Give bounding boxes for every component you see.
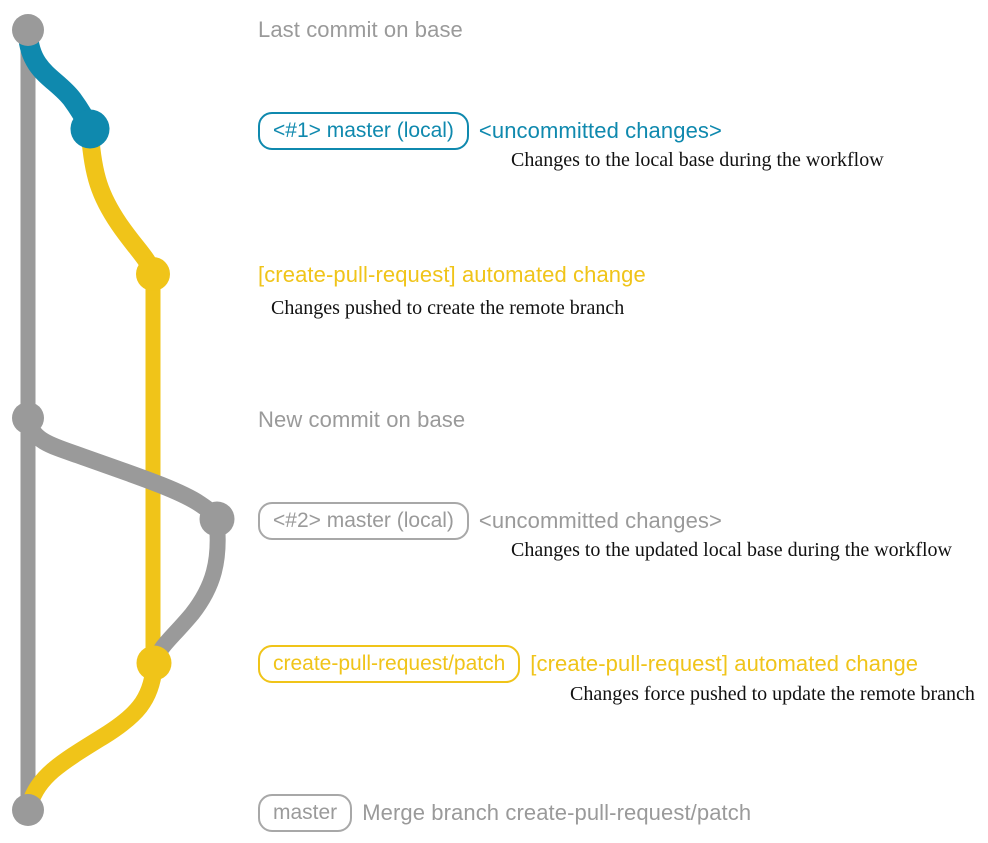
- commit-description: Changes force pushed to update the remot…: [570, 683, 975, 705]
- edge-local-1-to-patch-1: [81, 125, 162, 283]
- commit-node-patch-2[interactable]: [136, 645, 172, 681]
- ref-tag-master-local-2[interactable]: <#2> master (local): [258, 502, 469, 540]
- commit-headline: <uncommitted changes>: [478, 508, 722, 533]
- commit-headline: Merge branch create-pull-request/patch: [362, 800, 752, 825]
- commit-headline: Last commit on base: [258, 17, 463, 42]
- ref-tag-create-pull-request-patch[interactable]: create-pull-request/patch: [258, 645, 521, 683]
- ref-tag-master-local-1[interactable]: <#1> master (local): [258, 112, 469, 150]
- commit-node-base-2[interactable]: [12, 402, 44, 434]
- entry-automated-change-1: [create-pull-request] automated change: [258, 264, 646, 286]
- ref-tag-master[interactable]: master: [258, 794, 353, 832]
- commit-description: Changes pushed to create the remote bran…: [271, 297, 625, 319]
- entry-new-commit-on-base: New commit on base: [258, 409, 465, 431]
- commit-node-local-1[interactable]: [70, 109, 110, 149]
- entry-last-commit-on-base: Last commit on base: [258, 19, 463, 41]
- entry-automated-change-2: create-pull-request/patch [create-pull-r…: [258, 645, 918, 683]
- commit-node-local-2[interactable]: [199, 501, 235, 537]
- commit-headline: New commit on base: [258, 407, 466, 432]
- commit-node-base-3[interactable]: [12, 794, 44, 826]
- edge-base-2-to-local-2: [19, 413, 226, 528]
- commit-node-patch-1[interactable]: [136, 257, 170, 291]
- entry-local-uncommitted-1: <#1> master (local) <uncommitted changes…: [258, 112, 722, 150]
- commit-node-base-1[interactable]: [12, 14, 44, 46]
- commit-description: Changes to the local base during the wor…: [511, 149, 884, 171]
- commit-headline: <uncommitted changes>: [478, 118, 722, 143]
- commit-description: Changes to the updated local base during…: [511, 539, 952, 561]
- commit-headline: [create-pull-request] automated change: [530, 651, 919, 676]
- entry-merge-commit: master Merge branch create-pull-request/…: [258, 794, 751, 832]
- entry-local-uncommitted-2: <#2> master (local) <uncommitted changes…: [258, 502, 722, 540]
- edge-patch-2-to-base-3: [21, 659, 163, 813]
- commit-headline: [create-pull-request] automated change: [258, 262, 646, 287]
- edge-local-2-to-patch-2: [148, 516, 226, 668]
